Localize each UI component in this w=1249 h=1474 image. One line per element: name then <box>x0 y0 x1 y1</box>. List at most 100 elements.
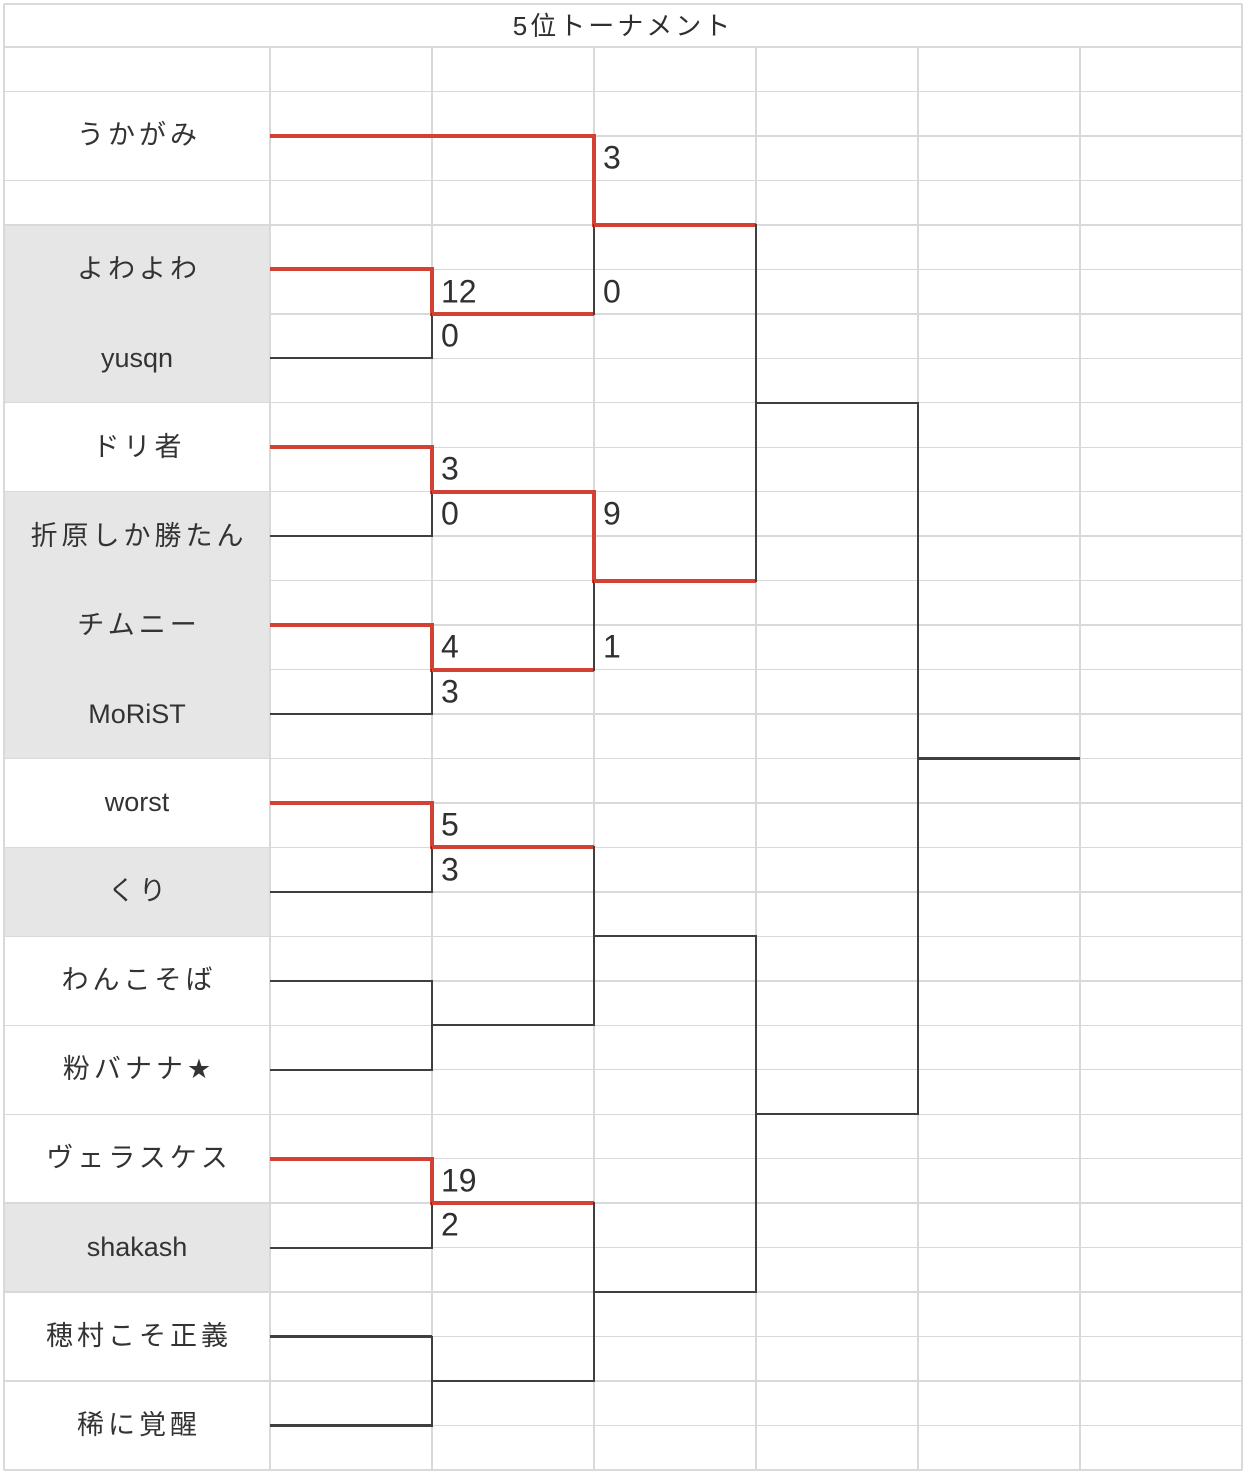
winner-connector <box>430 267 434 316</box>
advance-line <box>756 401 918 404</box>
player-line <box>270 1156 432 1161</box>
player-cell-shading <box>5 847 270 937</box>
loser-connector <box>592 223 596 315</box>
match-connector <box>754 223 758 582</box>
player-name: くり <box>108 876 170 907</box>
sheet-title-row: 5位トーナメント <box>4 4 1242 47</box>
loser-connector <box>430 846 434 893</box>
match-score: 2 <box>441 1206 459 1243</box>
match-score: 0 <box>441 495 459 532</box>
column-gridline <box>431 47 433 1470</box>
match-score: 9 <box>603 495 621 532</box>
player-name: ドリ者 <box>92 431 186 462</box>
bracket-title: 5位トーナメント <box>512 10 734 41</box>
name-column-gridline <box>4 490 270 493</box>
player-line <box>270 445 432 450</box>
player-cell-shading <box>5 491 270 581</box>
match-connector <box>592 846 596 1027</box>
match-score: 5 <box>441 806 459 843</box>
winner-connector <box>592 133 596 227</box>
player-cell-shading <box>5 224 270 314</box>
player-line <box>270 979 432 982</box>
sheet-top-border <box>4 3 1242 5</box>
match-score: 3 <box>441 673 459 710</box>
match-connector <box>592 1202 596 1383</box>
winner-connector <box>430 623 434 672</box>
match-score: 0 <box>603 272 621 309</box>
player-name: 粉バナナ★ <box>62 1054 216 1085</box>
name-column-gridline <box>4 224 270 226</box>
player-cell-shading <box>5 1203 270 1293</box>
column-gridline <box>269 47 271 1470</box>
title-row-border <box>4 46 1242 48</box>
name-column-gridline <box>4 1380 270 1382</box>
advance-line <box>432 1379 594 1383</box>
player-name: チムニー <box>77 609 201 640</box>
player-line <box>270 1424 432 1427</box>
loser-connector <box>592 579 596 671</box>
loser-connector <box>430 490 434 538</box>
match-connector <box>430 979 434 1071</box>
winner-advance-line <box>432 667 594 672</box>
winner-advance-line <box>432 489 594 494</box>
player-line <box>270 133 594 138</box>
player-line <box>270 623 432 628</box>
player-line <box>270 357 432 360</box>
winner-connector <box>430 800 434 850</box>
winner-connector <box>592 489 596 583</box>
sheet-left-border <box>3 4 5 1470</box>
advance-line <box>432 1024 594 1027</box>
player-name: 稀に覚醒 <box>77 1410 201 1441</box>
winner-advance-line <box>594 578 756 583</box>
winner-advance-line <box>432 1201 594 1206</box>
player-name: worst <box>104 787 170 818</box>
player-line <box>270 1335 432 1338</box>
loser-connector <box>430 312 434 360</box>
player-cell-shading <box>5 580 270 670</box>
match-score: 3 <box>603 139 621 176</box>
player-line <box>270 890 432 893</box>
player-line <box>270 267 432 272</box>
player-line <box>270 800 432 805</box>
advance-line <box>594 1291 756 1294</box>
name-column-gridline <box>4 757 270 760</box>
winner-advance-line <box>432 845 594 850</box>
player-line <box>270 535 432 538</box>
match-score: 3 <box>441 851 459 888</box>
winner-advance-line <box>432 311 594 316</box>
column-gridline <box>755 47 757 1470</box>
player-line <box>270 712 432 716</box>
player-name: うかがみ <box>77 120 201 151</box>
name-column-gridline <box>4 402 270 404</box>
player-name: yusqn <box>100 342 174 373</box>
name-column-gridline <box>4 1113 270 1115</box>
name-column-gridline <box>4 846 270 849</box>
winner-connector <box>430 445 434 494</box>
player-name: MoRiST <box>88 698 186 729</box>
name-column-gridline <box>4 179 270 182</box>
match-score: 3 <box>441 450 459 487</box>
match-score: 19 <box>441 1162 477 1199</box>
advance-line <box>756 1113 918 1116</box>
advance-line <box>594 935 756 938</box>
name-column-gridline <box>4 935 270 938</box>
winner-advance-line <box>594 222 756 227</box>
player-line <box>270 1068 432 1071</box>
match-connector <box>916 401 920 1116</box>
match-score: 0 <box>441 317 459 354</box>
advance-line <box>918 757 1080 760</box>
name-column-gridline <box>4 90 270 93</box>
match-connector <box>430 1335 434 1427</box>
player-cell-shading <box>5 669 270 759</box>
player-name: わんこそば <box>61 965 217 996</box>
match-score: 12 <box>441 272 477 309</box>
sheet-bottom-border <box>4 1469 1242 1471</box>
player-name: 折原しか勝たん <box>30 520 248 551</box>
name-column-gridline <box>4 1291 270 1293</box>
player-name: ヴェラスケス <box>46 1143 232 1174</box>
match-score: 1 <box>603 628 621 665</box>
player-line <box>270 1246 432 1249</box>
loser-connector <box>430 668 434 716</box>
sheet-right-border <box>1241 4 1243 1470</box>
